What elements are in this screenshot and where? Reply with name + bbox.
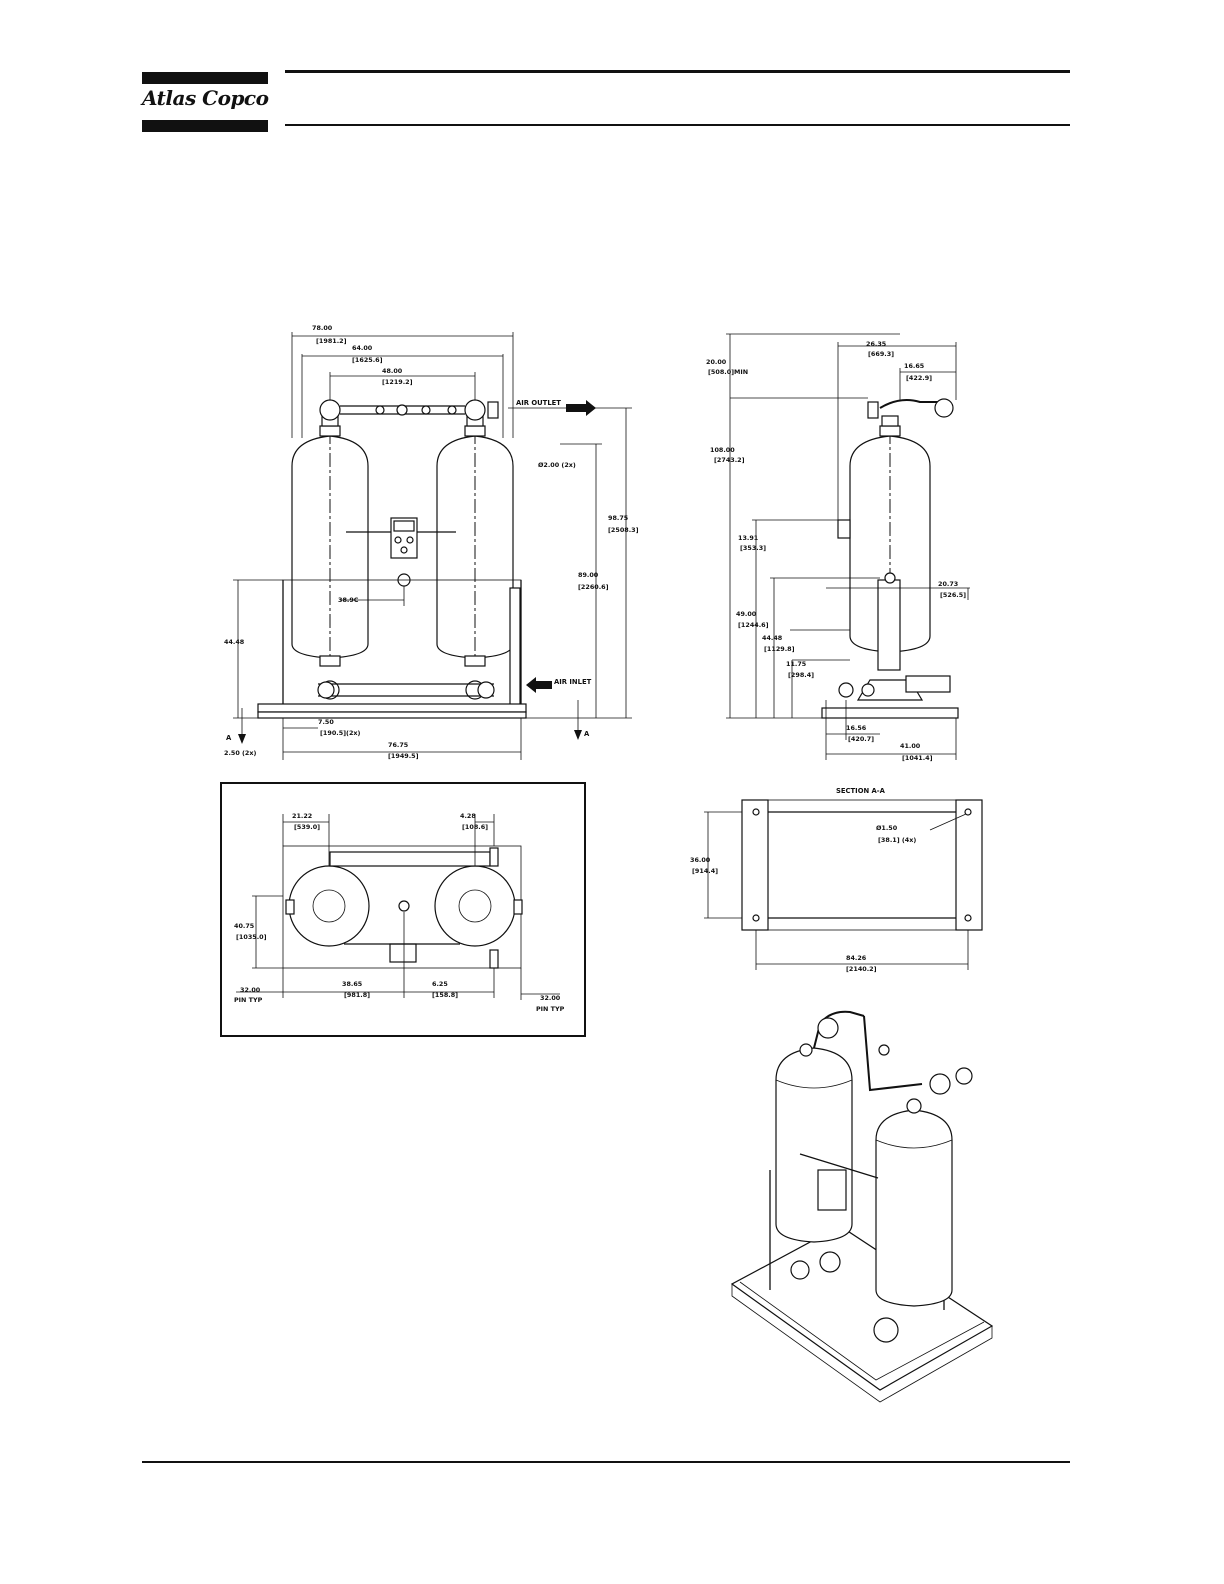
- section-dimension-lines: [704, 811, 969, 970]
- dim-pin-right-tag: PIN TYP: [536, 1005, 565, 1013]
- brand-logo: Atlas Copco: [142, 86, 269, 110]
- dim-base-height: 44.48: [224, 638, 245, 646]
- dim-right: 20.73: [938, 580, 958, 588]
- dim-top-clear-mm: [508.0]MIN: [708, 368, 748, 376]
- dim-pipe-reach-mm: [669.3]: [868, 350, 894, 358]
- footer-rule: [142, 1461, 1070, 1463]
- dim-section-width-mm: [2140.2]: [846, 965, 877, 973]
- logo-bar-bottom: [142, 120, 268, 132]
- dim-foot-side-mm: [420.7]: [848, 735, 874, 743]
- dim-panel-height: 13.91: [738, 534, 758, 542]
- dim-center-mark: 38.9C: [338, 596, 359, 604]
- side-dimension-lines: [726, 333, 970, 760]
- air-outlet-label: AIR OUTLET: [516, 399, 561, 407]
- dim-tower-span: 64.00: [352, 344, 373, 352]
- dim-panel-height-mm: [353.3]: [740, 544, 766, 552]
- dim-lower-height: 44.48: [762, 634, 783, 642]
- dim-mid-height: 49.00: [736, 610, 757, 618]
- air-inlet-arrow: [526, 677, 552, 693]
- dim-top-right: 4.28: [460, 812, 476, 820]
- section-mark-right: A: [584, 730, 590, 738]
- section-title: SECTION A-A: [836, 787, 886, 795]
- dim-total-height-mm: [2743.2]: [714, 456, 745, 464]
- top-dimension-lines: [236, 814, 560, 1000]
- dim-offset: 6.25: [432, 980, 448, 988]
- dim-span-mm: [981.8]: [344, 991, 370, 999]
- dim-outlet-height-mm: [2508.3]: [608, 526, 639, 534]
- front-frame: [257, 579, 527, 719]
- dim-pin-left-tag: PIN TYP: [234, 996, 263, 1004]
- dim-pipe-span: 48.00: [382, 367, 403, 375]
- control-panel: [346, 517, 456, 606]
- dim-depth-mm: [1041.4]: [902, 754, 933, 762]
- dim-pin-right: 32.00: [540, 994, 561, 1002]
- dim-lower-height-mm: [1129.8]: [764, 645, 795, 653]
- dim-side: 40.75: [234, 922, 254, 930]
- dim-base-width: 76.75: [388, 741, 408, 749]
- dim-drain-height: 11.75: [786, 660, 806, 668]
- section-mark-left: A: [226, 734, 232, 742]
- isometric-view: [730, 1010, 994, 1403]
- left-tower: [291, 399, 369, 700]
- dim-foot: 7.50: [318, 718, 334, 726]
- section-view: SECTION A-A Ø1.50 [38.1] (4x) 36.00 [914…: [690, 787, 983, 973]
- dim-base-width-mm: [1949.5]: [388, 752, 419, 760]
- front-view: 78.00 [1981.2] 64.00 [1625.6] 48.00 [121…: [224, 324, 639, 760]
- dim-outlet-dia: Ø2.00 (2x): [538, 461, 576, 469]
- dim-right-mm: [526.5]: [940, 591, 966, 599]
- dim-drain-height-mm: [298.4]: [788, 671, 814, 679]
- dim-top-clear: 20.00: [706, 358, 727, 366]
- dim-foot-side: 16.56: [846, 724, 867, 732]
- side-view: 20.00 [508.0]MIN 26.35 [669.3] 16.65 [42…: [706, 333, 970, 762]
- dim-overall-width: 78.00: [312, 324, 333, 332]
- front-dimension-lines: [233, 332, 632, 760]
- dim-mid-height-mm: [1244.6]: [738, 621, 769, 629]
- dim-hole-note: [38.1] (4x): [878, 836, 916, 844]
- dim-overall-width-mm: [1981.2]: [316, 337, 347, 345]
- dim-top-left-mm: [539.0]: [294, 823, 320, 831]
- dim-foot-offset: 2.50 (2x): [224, 749, 256, 757]
- dim-hole: Ø1.50: [876, 824, 898, 832]
- dim-section-width: 84.26: [846, 954, 867, 962]
- dim-flange: 16.65: [904, 362, 924, 370]
- logo-bar-top: [142, 72, 268, 84]
- dim-inlet-height: 89.00: [578, 571, 599, 579]
- header-rule-bottom: [285, 124, 1070, 126]
- dim-section-height-mm: [914.4]: [692, 867, 718, 875]
- dim-inlet-height-mm: [2260.6]: [578, 583, 609, 591]
- dim-section-height: 36.00: [690, 856, 711, 864]
- dim-total-height: 108.00: [710, 446, 735, 454]
- right-tower: [436, 399, 514, 700]
- dim-depth: 41.00: [900, 742, 921, 750]
- dim-top-right-mm: [108.6]: [462, 823, 488, 831]
- dim-pipe-span-mm: [1219.2]: [382, 378, 413, 386]
- dim-side-mm: [1035.0]: [236, 933, 267, 941]
- top-view-frame: [220, 782, 586, 1037]
- air-inlet-label: AIR INLET: [554, 678, 592, 686]
- top-view: 21.22 [539.0] 4.28 [108.6] 40.75 [1035.0…: [220, 782, 586, 1037]
- section-arrow-right: [574, 730, 582, 740]
- dim-offset-mm: [158.8]: [432, 991, 458, 999]
- section-arrow-left: [238, 734, 246, 744]
- dim-flange-mm: [422.9]: [906, 374, 932, 382]
- dim-pin-left: 32.00: [240, 986, 261, 994]
- dim-top-left: 21.22: [292, 812, 312, 820]
- dim-outlet-height: 98.75: [608, 514, 628, 522]
- header-rule-top: [285, 70, 1070, 73]
- dim-span: 38.65: [342, 980, 362, 988]
- top-manifold: [340, 401, 499, 419]
- dim-pipe-reach: 26.35: [866, 340, 886, 348]
- dim-tower-span-mm: [1625.6]: [352, 356, 383, 364]
- dim-foot-mm: [190.5](2x): [320, 729, 361, 737]
